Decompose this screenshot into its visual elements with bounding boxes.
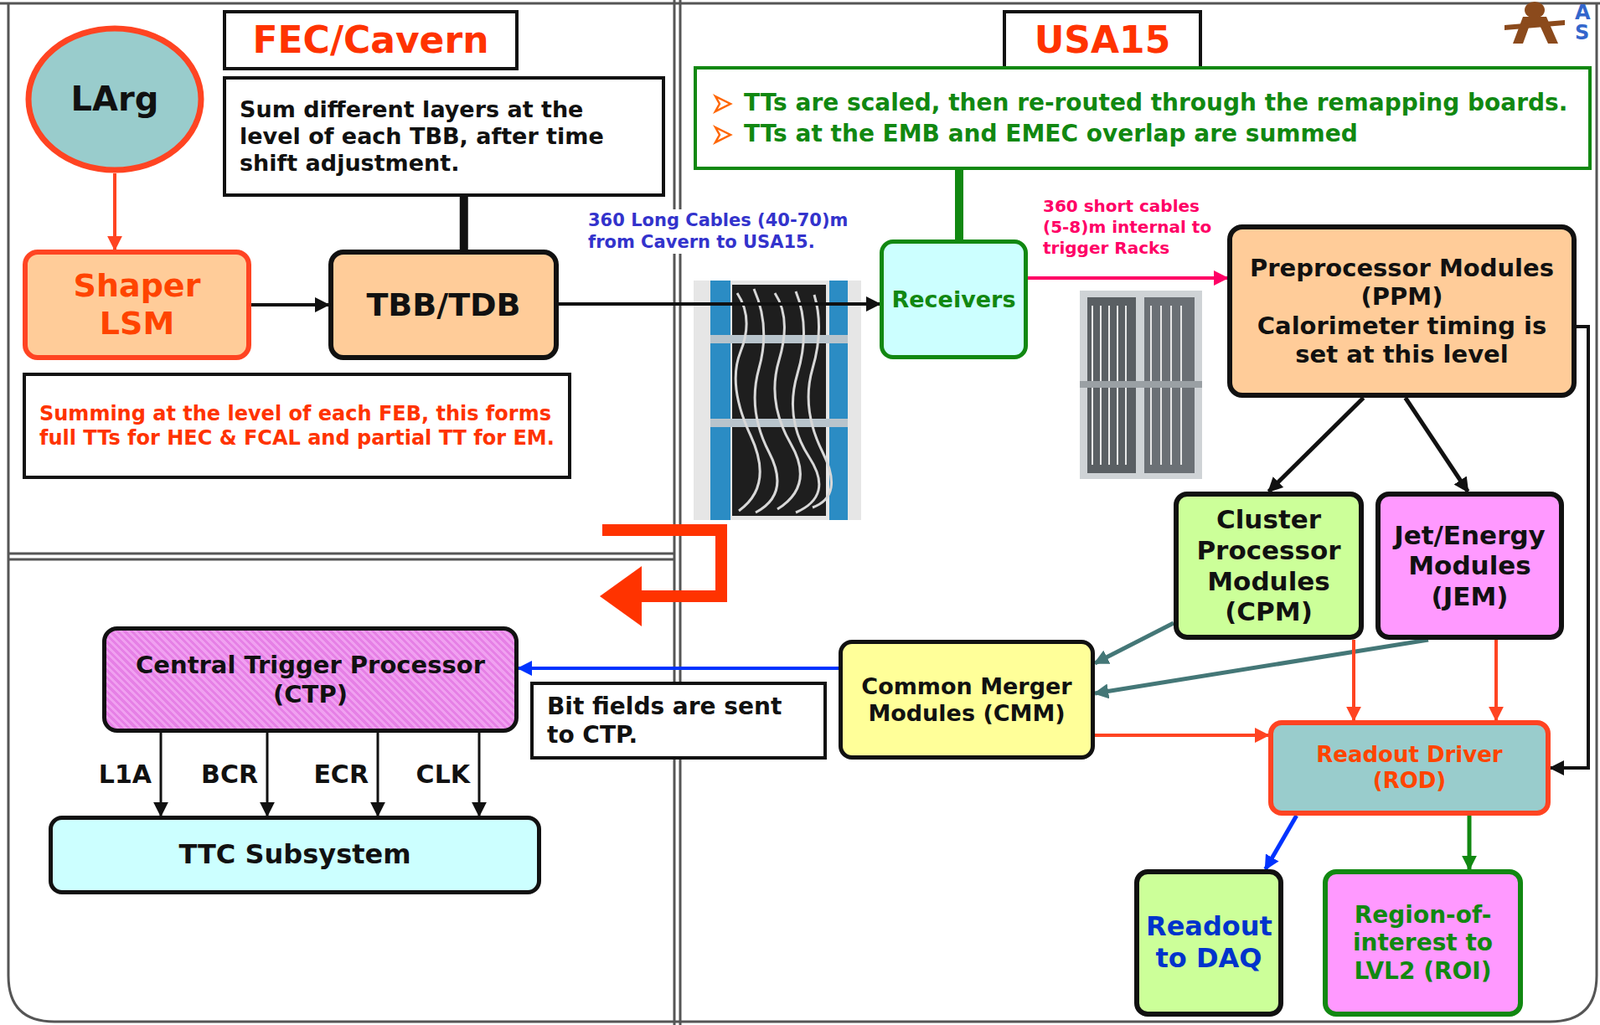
connector	[251, 303, 329, 307]
section-header: FEC/Cavern	[222, 10, 519, 71]
node-text: LArg	[71, 79, 160, 119]
connector-label: 360 short cables (5-8)m internal to trig…	[1041, 196, 1224, 259]
connector	[954, 170, 964, 240]
rack-shelf	[1079, 381, 1203, 388]
process-box: TTC Subsystem	[48, 815, 542, 895]
return-arrow	[599, 530, 722, 627]
cable	[735, 293, 760, 511]
note-box: TTs are scaled, then re-routed through t…	[693, 66, 1592, 171]
note-box: Bit fields are sent to CTP.	[530, 681, 827, 760]
connector	[1094, 640, 1429, 694]
logo-figure	[1504, 1, 1565, 44]
bullet-text: TTs are scaled, then re-routed through t…	[743, 88, 1575, 117]
connector	[1494, 640, 1498, 721]
section-divider	[8, 552, 675, 556]
section-divider	[673, 0, 677, 1025]
node-text: Calorimeter timing is set at this level	[1238, 311, 1565, 369]
node-text: Bit fields are sent to CTP.	[547, 692, 811, 749]
connector	[1467, 815, 1472, 870]
connector	[478, 732, 481, 816]
cable	[774, 293, 800, 510]
bullet-row: TTs at the EMB and EMEC overlap are summ…	[710, 119, 1575, 148]
node-text: Sum different layers at the level of eac…	[239, 96, 649, 177]
connector	[558, 302, 880, 306]
connector-label: L1A	[96, 758, 155, 791]
bullet-row: TTs are scaled, then re-routed through t…	[710, 88, 1575, 117]
process-box: Jet/Energy Modules (JEM)	[1375, 491, 1564, 640]
connector	[113, 173, 117, 250]
photo-ground	[1079, 290, 1203, 480]
note-box: Sum different layers at the level of eac…	[222, 76, 666, 197]
node-text: USA15	[1034, 18, 1172, 62]
node-text: Summing at the level of each FEB, this f…	[39, 402, 555, 450]
logo-letter: S	[1574, 20, 1590, 46]
process-box: Receivers	[879, 239, 1028, 360]
connector	[266, 732, 269, 816]
connector	[1352, 640, 1356, 721]
connector	[1405, 397, 1469, 492]
process-box: Common Merger Modules (CMM)	[838, 640, 1095, 760]
node-text: TTC Subsystem	[178, 839, 411, 872]
photo-ground	[693, 280, 862, 521]
output-box: Region-of-interest to LVL2 (ROI)	[1322, 869, 1523, 1017]
node-text: Region-of-interest to LVL2 (ROI)	[1334, 901, 1512, 985]
connector	[1269, 397, 1364, 492]
process-box: Readout Driver (ROD)	[1268, 720, 1551, 816]
process-box: Cluster Processor Modules (CPM)	[1173, 491, 1364, 640]
connector	[1027, 276, 1228, 280]
connector	[1094, 733, 1269, 738]
frame-top-line	[0, 2, 1600, 6]
connector-label: ECR	[310, 758, 372, 791]
connector	[1265, 815, 1297, 870]
node-text: FEC/Cavern	[252, 18, 489, 62]
cable	[753, 289, 778, 513]
node-text: Central Trigger Processor (CTP)	[113, 650, 508, 708]
node-text: Cluster Processor Modules (CPM)	[1185, 504, 1353, 627]
node-text: Readout Driver (ROD)	[1280, 742, 1539, 794]
cables	[735, 289, 831, 513]
detector-ellipse: LArg	[25, 25, 205, 174]
node-text: Shaper LSM	[34, 267, 240, 343]
cable	[792, 291, 819, 513]
section-divider	[679, 0, 682, 1025]
connector	[376, 732, 380, 816]
rack-column	[710, 280, 731, 521]
cable-rack-photo	[693, 280, 862, 521]
connector	[1094, 623, 1174, 664]
bent-arrow-head	[599, 566, 642, 627]
bullet-text: TTs at the EMB and EMEC overlap are summ…	[743, 119, 1575, 148]
bullet-symbol	[710, 122, 744, 148]
connector	[518, 666, 839, 671]
bullet-symbol	[710, 91, 744, 117]
process-box: Preprocessor Modules (PPM)Calorimeter ti…	[1227, 224, 1577, 398]
rack-shelf	[710, 335, 848, 344]
output-box: Readout to DAQ	[1134, 869, 1284, 1017]
connector	[459, 196, 469, 250]
node-text: TBB/TDB	[366, 286, 521, 325]
section-divider	[8, 558, 675, 562]
node-text: Preprocessor Modules (PPM)	[1238, 253, 1565, 311]
note-box: Summing at the level of each FEB, this f…	[22, 372, 572, 480]
ellipse-shape	[28, 28, 202, 171]
connector	[160, 732, 163, 816]
node-text: Common Merger Modules (CMM)	[849, 673, 1084, 728]
process-box: Central Trigger Processor (CTP)	[102, 626, 519, 733]
node-text: Readout to DAQ	[1145, 911, 1272, 976]
process-box: Shaper LSM	[22, 249, 252, 361]
section-header: USA15	[1002, 10, 1203, 71]
cable-bundle	[732, 284, 826, 517]
trigger-rack-photo	[1079, 290, 1203, 480]
node-text: Jet/Energy Modules (JEM)	[1387, 520, 1553, 613]
cable	[808, 294, 831, 508]
process-box: TBB/TDB	[328, 249, 559, 361]
connector-label: BCR	[198, 758, 261, 791]
node-text: Receivers	[892, 286, 1017, 314]
connector-label: 360 Long Cables (40-70)m from Cavern to …	[586, 209, 879, 254]
frame-outline	[8, 3, 1597, 1022]
connector-label: CLK	[413, 758, 473, 791]
